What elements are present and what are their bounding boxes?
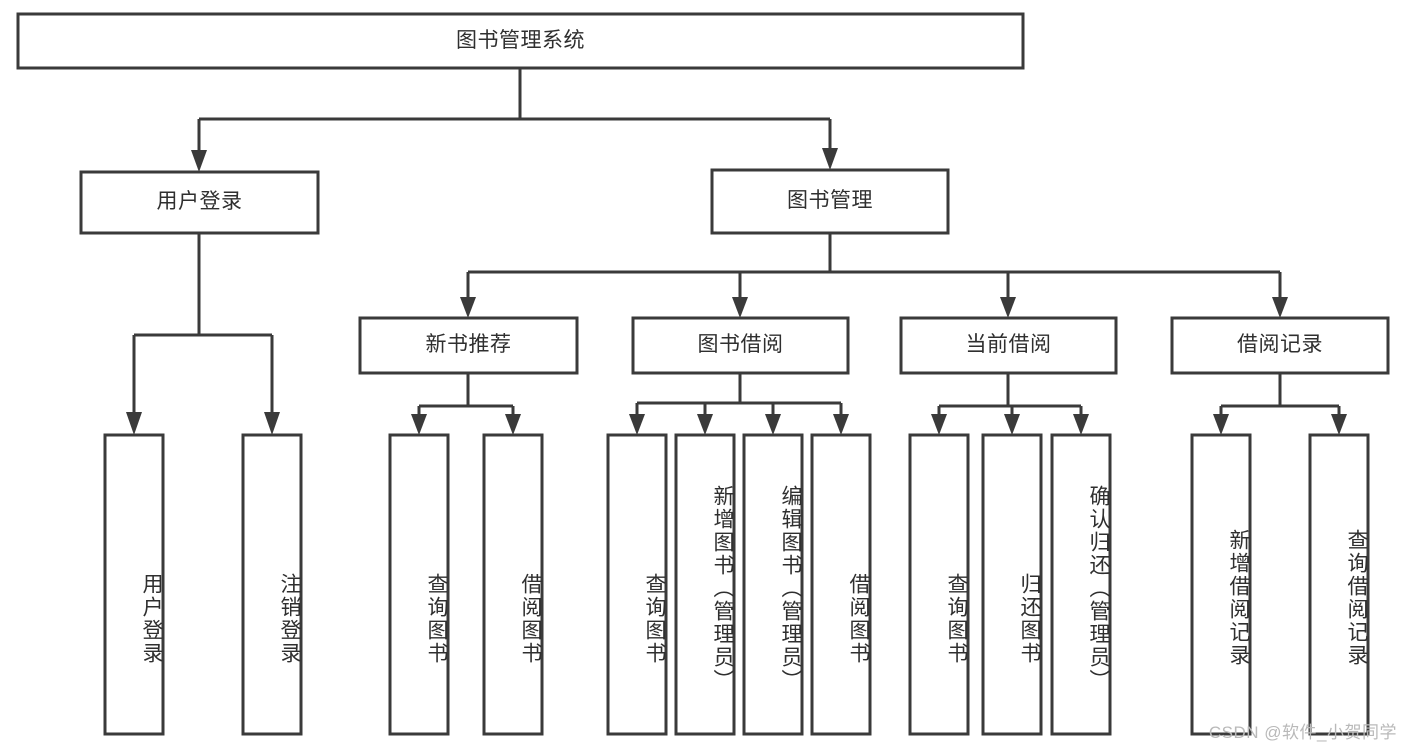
node-box-leaf-edit-book-admin[interactable]	[742, 433, 804, 736]
node-box-leaf-logout[interactable]	[241, 433, 303, 736]
arrow-head-leaf-edit-book-admin	[765, 414, 781, 435]
node-box-book-borrow[interactable]	[631, 316, 850, 375]
node-box-leaf-query-book-borrow[interactable]	[606, 433, 668, 736]
arrow-head-leaf-borrow-book	[833, 414, 849, 435]
arrow-head-leaf-query-borrow-record	[1331, 414, 1347, 435]
node-box-root[interactable]	[16, 12, 1025, 70]
node-box-leaf-borrow-book-recommend[interactable]	[482, 433, 544, 736]
arrow-head-leaf-user-login	[126, 412, 142, 435]
node-box-user-login[interactable]	[79, 170, 320, 235]
arrow-head-book-borrow	[732, 297, 748, 318]
node-box-leaf-confirm-return-admin[interactable]	[1050, 433, 1112, 736]
arrow-head-leaf-return-book	[1004, 414, 1020, 435]
node-box-borrow-record[interactable]	[1170, 316, 1390, 375]
node-box-new-book-recommend[interactable]	[358, 316, 579, 375]
node-box-leaf-return-book[interactable]	[981, 433, 1043, 736]
node-box-leaf-query-book-current[interactable]	[908, 433, 970, 736]
arrow-head-new-book-recommend	[460, 297, 476, 318]
arrow-head-leaf-query-book-recommend	[411, 414, 427, 435]
arrow-head-borrow-record	[1272, 297, 1288, 318]
arrow-head-leaf-add-book-admin	[697, 414, 713, 435]
node-box-leaf-query-borrow-record[interactable]	[1308, 433, 1370, 736]
node-box-current-borrow[interactable]	[899, 316, 1118, 375]
arrow-head-leaf-borrow-book-recommend	[505, 414, 521, 435]
node-box-leaf-user-login[interactable]	[103, 433, 165, 736]
arrow-head-leaf-query-book-borrow	[629, 414, 645, 435]
arrow-head-current-borrow	[1000, 297, 1016, 318]
arrow-head-leaf-query-book-current	[931, 414, 947, 435]
arrow-head-book-management	[822, 148, 838, 170]
node-box-leaf-add-borrow-record[interactable]	[1190, 433, 1252, 736]
arrow-head-user-login	[191, 150, 207, 172]
arrow-head-leaf-add-borrow-record	[1213, 414, 1229, 435]
arrow-head-leaf-logout	[264, 412, 280, 435]
node-box-leaf-add-book-admin[interactable]	[674, 433, 736, 736]
node-box-leaf-borrow-book[interactable]	[810, 433, 872, 736]
node-box-leaf-query-book-recommend[interactable]	[388, 433, 450, 736]
node-box-book-management[interactable]	[710, 168, 950, 235]
arrow-head-leaf-confirm-return-admin	[1073, 414, 1089, 435]
